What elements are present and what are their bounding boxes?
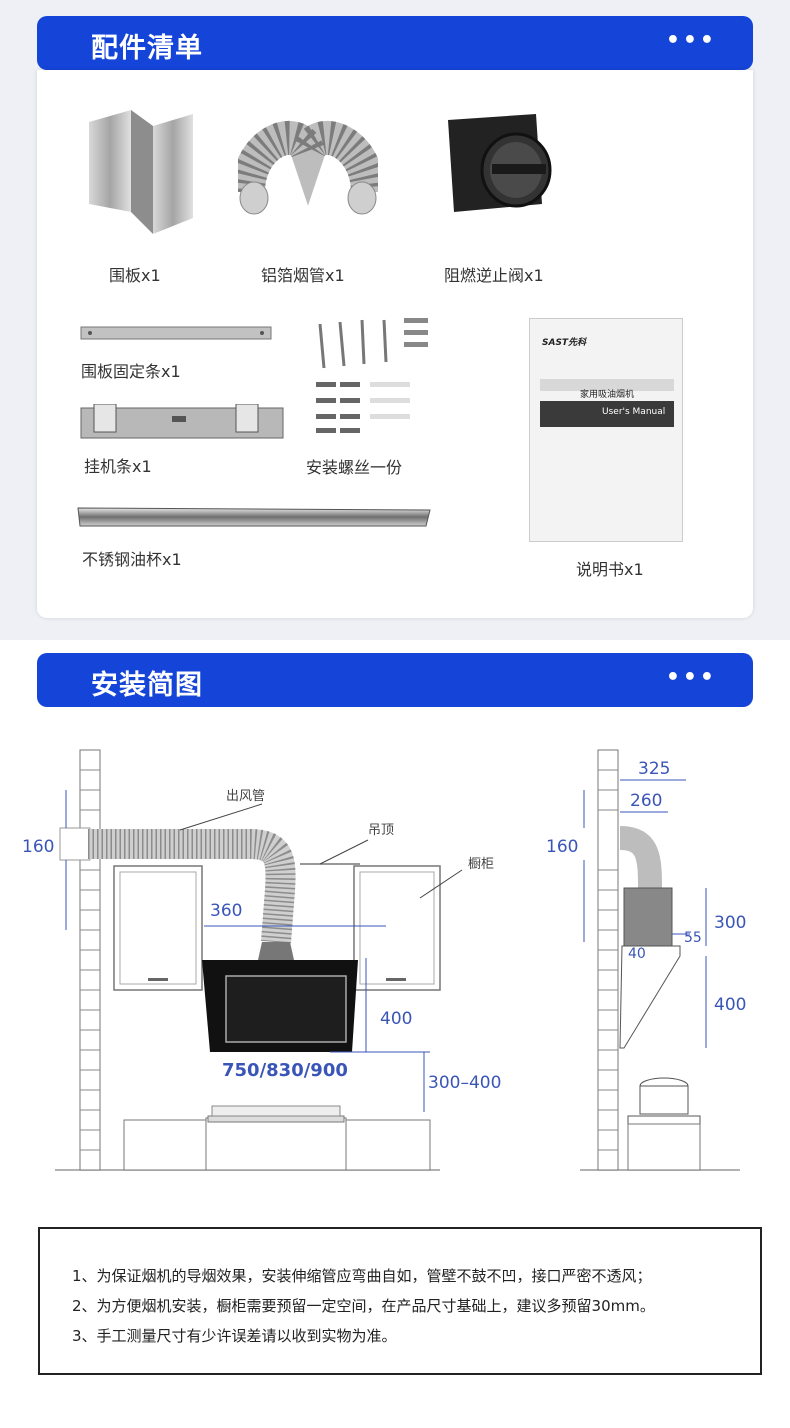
manual-icon: SAST先科 家用吸油烟机 User's Manual [529,318,683,542]
dim-40: 40 [628,946,646,962]
dim-325: 325 [638,759,670,779]
more-dots-icon[interactable]: ••• [665,28,717,53]
note-2: 2、为方便烟机安装，橱柜需要预留一定空间，在产品尺寸基础上，建议多预留30mm。 [72,1297,655,1315]
manual-subtitle: User's Manual [602,407,666,417]
accessory-label: 不锈钢油杯x1 [82,550,182,569]
install-notes: 1、为保证烟机的导烟效果，安装伸缩管应弯曲自如，管壁不鼓不凹，接口严密不透风； … [38,1227,762,1375]
accessories-header: 配件清单 ••• [37,16,753,70]
cover-panel-icon [89,110,193,234]
dim-360: 360 [210,901,242,921]
manual-brand: SAST先科 [542,338,587,348]
accessory-label: 围板固定条x1 [81,362,181,381]
accessory-label: 说明书x1 [576,560,644,579]
install-title: 安装简图 [91,670,203,701]
dim-160-side: 160 [546,837,578,857]
dim-55: 55 [684,930,702,946]
manual-product: 家用吸油烟机 [580,390,635,400]
range-hood-front [202,942,358,1052]
more-dots-icon[interactable]: ••• [665,665,717,690]
side-stove [627,1077,701,1171]
dim-400: 400 [380,1009,412,1029]
brick-wall-side [597,749,619,1171]
duct-label: 出风管 [226,789,265,804]
lower-cabinets [123,1105,431,1171]
accessory-label: 围板x1 [109,266,161,285]
fixing-strip-icon [80,326,272,340]
note-1: 1、为保证烟机的导烟效果，安装伸缩管应弯曲自如，管壁不鼓不凹，接口严密不透风； [72,1267,652,1285]
note-3: 3、手工测量尺寸有少许误差请以收到实物为准。 [72,1327,397,1345]
ceiling-label: 吊顶 [368,823,394,838]
accessories-title: 配件清单 [91,33,203,64]
install-diagram: 160 360 400 300–400 750/830/900 出风管 吊顶 橱… [22,749,746,1171]
wall-cabinet-right [353,865,441,991]
hanging-bracket-icon [80,404,284,439]
exhaust-duct [88,829,296,944]
accessory-label: 安装螺丝一份 [306,458,403,477]
screws-icon [316,318,428,433]
install-header: 安装简图 ••• [37,653,753,707]
dim-260: 260 [630,791,662,811]
oil-cup-icon [77,507,431,527]
dim-300: 300 [714,913,746,933]
accessory-label: 挂机条x1 [84,457,152,476]
dim-300-400: 300–400 [428,1073,501,1093]
dim-widths: 750/830/900 [222,1060,348,1081]
brick-wall-front [79,749,101,1171]
check-valve-icon [448,114,552,212]
dim-160: 160 [22,837,54,857]
accessory-label: 阻燃逆止阀x1 [444,266,544,285]
cabinet-label: 橱柜 [468,857,494,872]
wall-cabinet-left [113,865,203,991]
accessory-label: 铝箔烟管x1 [261,266,345,285]
dim-400-side: 400 [714,995,746,1015]
foil-duct-icon [238,121,378,215]
